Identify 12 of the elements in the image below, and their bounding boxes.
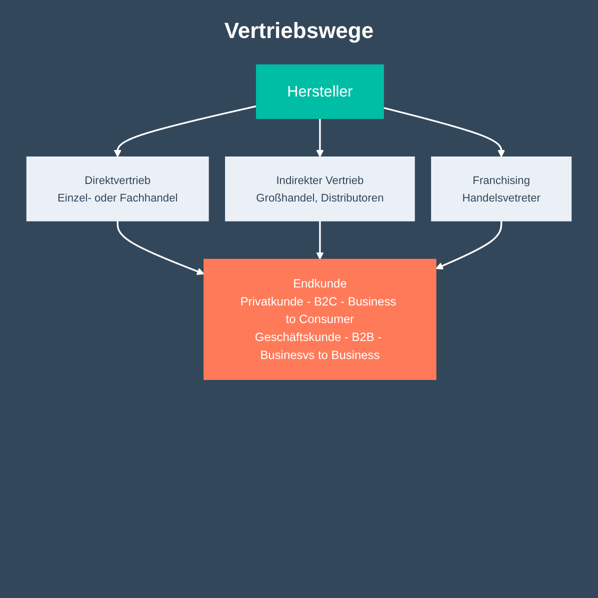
node-box: Endkunde Privatkunde - B2C - Business to Consumer Geschäftskunde - B2B - Businesvs to Business (204, 258, 436, 380)
node-box: Indirekter Vertrieb Großhandel, Distributoren (225, 156, 415, 222)
arrow (116, 220, 204, 275)
node-box: Direktvertrieb Einzel- oder Fachhandel (26, 156, 209, 222)
diagram-title: Vertriebswege (224, 18, 374, 44)
arrow (316, 118, 324, 158)
arrow (436, 220, 502, 270)
arrow (114, 105, 257, 158)
arrow (383, 107, 506, 158)
node-box: Hersteller (256, 64, 384, 119)
arrow (316, 220, 324, 260)
node-box: Franchising Handelsvetreter (431, 156, 572, 222)
